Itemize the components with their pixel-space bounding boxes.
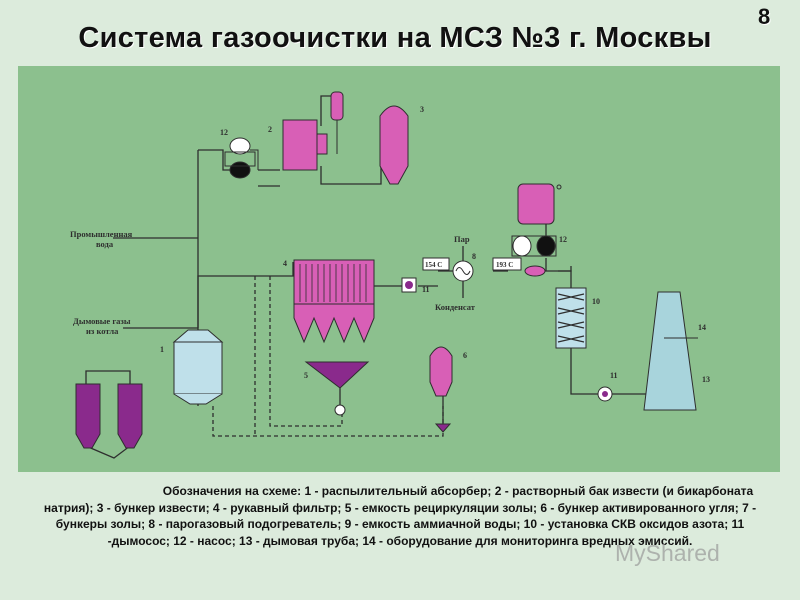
number-5: 5 xyxy=(304,371,308,380)
ash-recirculation-5 xyxy=(304,361,370,416)
number-12-right: 12 xyxy=(559,235,567,244)
carbon-hopper-6 xyxy=(429,346,453,433)
watermark-logo: MyShared xyxy=(615,540,720,566)
solution-tank-2 xyxy=(282,91,344,171)
equipment-numbers: 1 2 3 4 5 6 8 10 11 11 12 12 13 14 xyxy=(160,105,710,384)
number-6: 6 xyxy=(463,351,467,360)
ash-silos-7 xyxy=(75,383,143,449)
label-industrial-water-1: Промышленная xyxy=(70,229,133,239)
number-4: 4 xyxy=(283,259,287,268)
number-8: 8 xyxy=(472,252,476,261)
spray-absorber-1 xyxy=(172,329,224,405)
label-flue-gas-2: из котла xyxy=(86,326,119,336)
number-12-top: 12 xyxy=(220,128,228,137)
bag-filter-4 xyxy=(293,259,375,344)
number-1: 1 xyxy=(160,345,164,354)
label-flue-gas-1: Дымовые газы xyxy=(73,316,131,326)
legend-caption: Обозначения на схеме: 1 - распылительный… xyxy=(36,483,764,549)
scr-unit-10 xyxy=(555,287,587,349)
label-industrial-water-2: вода xyxy=(96,239,114,249)
slide-title: Система газоочистки на МСЗ №3 г. Москвы xyxy=(78,22,712,54)
label-steam: Пар xyxy=(454,234,470,244)
chimney-13 xyxy=(643,291,698,411)
heater-8 xyxy=(452,260,474,282)
label-condensate: Конденсат xyxy=(435,302,476,312)
number-10: 10 xyxy=(592,297,600,306)
label-temp-2: 193 С xyxy=(496,261,513,269)
number-2: 2 xyxy=(268,125,272,134)
pipelines xyxy=(85,95,666,459)
fan-11-middle xyxy=(401,277,417,293)
number-3: 3 xyxy=(420,105,424,114)
number-14: 14 xyxy=(698,323,706,332)
legend-caption-text: Обозначения на схеме: 1 - распылительный… xyxy=(43,484,757,548)
label-temp-1: 154 С xyxy=(425,261,442,269)
lime-hopper-3 xyxy=(379,105,409,185)
gas-cleaning-diagram: Промышленная вода Дымовые газы из котла … xyxy=(18,66,780,472)
page-number: 8 xyxy=(758,4,771,29)
diagram-labels: Промышленная вода Дымовые газы из котла … xyxy=(70,229,513,336)
number-13: 13 xyxy=(702,375,710,384)
pump-12-right xyxy=(511,235,557,277)
pump-12-top xyxy=(222,137,259,179)
ammonia-tank-9 xyxy=(517,183,562,225)
fan-11-right xyxy=(597,386,613,402)
number-11-right: 11 xyxy=(610,371,618,380)
number-11-middle: 11 xyxy=(422,285,430,294)
temperature-boxes xyxy=(422,257,522,271)
